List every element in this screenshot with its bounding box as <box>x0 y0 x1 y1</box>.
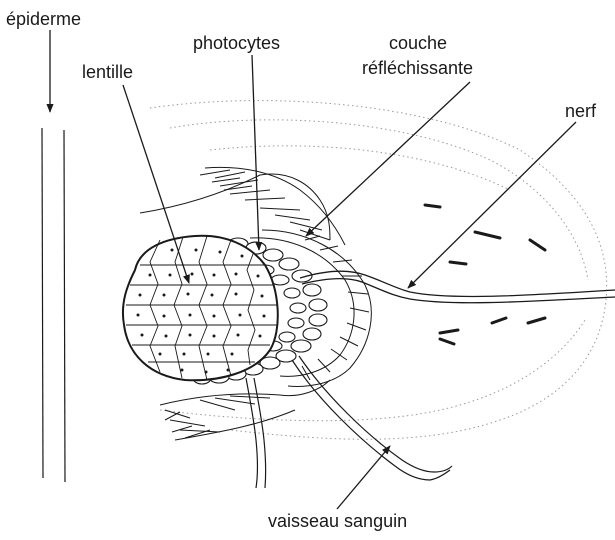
lower-connective-tissue <box>160 380 330 440</box>
lens <box>123 236 278 380</box>
arrow-photocytes <box>252 55 259 250</box>
arrow-blood-vessel <box>337 446 390 509</box>
tissue-marks <box>425 205 545 344</box>
blood-vessel <box>246 356 452 488</box>
epidermis-layer <box>42 128 65 482</box>
arrow-reflective-layer <box>306 82 470 236</box>
upper-connective-tissue <box>140 167 345 245</box>
